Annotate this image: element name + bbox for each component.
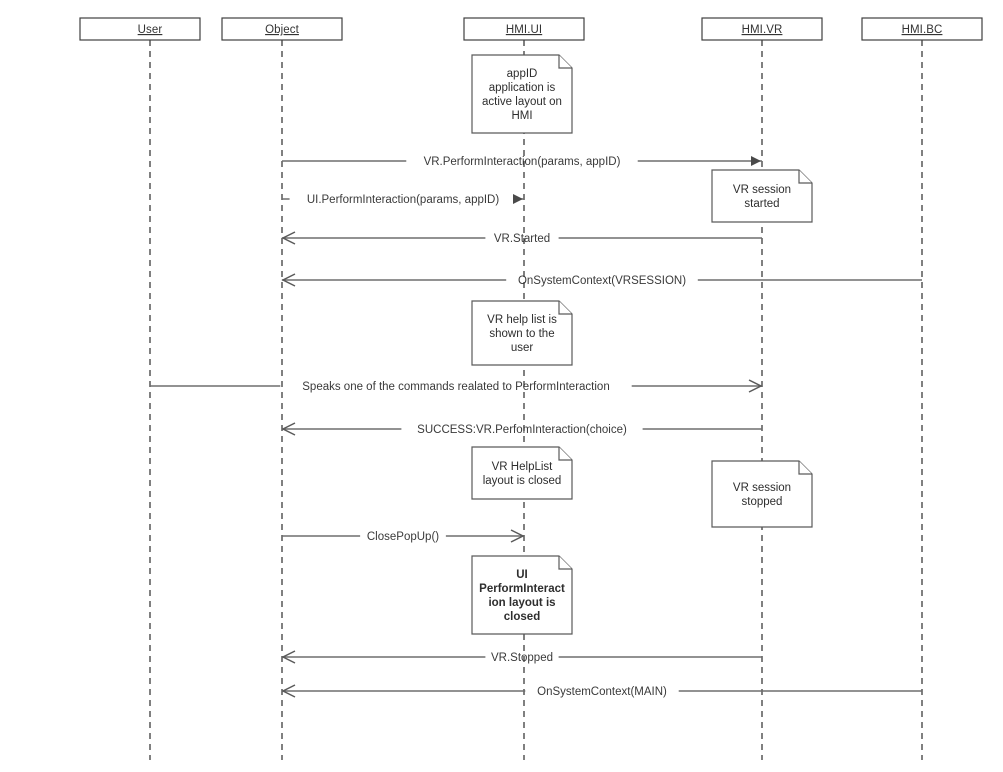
msg-closepopup-label: ClosePopUp() <box>367 531 439 543</box>
note-vr-helplist-closed[interactable]: VR HelpList layout is closed <box>471 446 573 500</box>
msg-onsystemcontext-vrsession-label: OnSystemContext(VRSESSION) <box>518 275 686 287</box>
note-appid-active-layout[interactable]: appID application is active layout on HMI <box>471 54 573 134</box>
msg-speaks-command[interactable]: Speaks one of the commands realated to P… <box>150 379 763 393</box>
msg-onsystemcontext-main-arrowhead <box>281 684 296 698</box>
note-vr-helplist-closed-line: VR HelpList <box>492 461 554 473</box>
lifeline-label-hmibc: HMI.BC <box>902 24 943 36</box>
note-vr-helplist-closed-body <box>471 446 573 500</box>
msg-vr-performinteraction[interactable]: VR.PerformInteraction(params, appID) <box>282 156 762 168</box>
note-vr-session-stopped-line: VR session <box>733 482 791 494</box>
note-ui-performinteraction-closed-body <box>471 555 573 635</box>
lifeline-header-user[interactable] <box>79 17 201 41</box>
note-appid-active-layout-line: active layout on <box>482 96 562 108</box>
note-vr-session-stopped[interactable]: VR session stopped <box>711 460 813 528</box>
lifeline-header-hmivr[interactable] <box>701 17 823 41</box>
note-appid-active-layout-line: appID <box>507 68 538 80</box>
msg-vr-started-arrowhead <box>281 231 296 245</box>
note-appid-active-layout-body <box>471 54 573 134</box>
messages-layer: VR.PerformInteraction(params, appID) UI.P… <box>150 156 922 698</box>
msg-vr-stopped-label: VR.Stopped <box>491 652 553 664</box>
lifeline-label-user: User <box>138 24 163 36</box>
note-vr-helplist-closed-fold-icon <box>558 447 572 461</box>
msg-vr-stopped-arrowhead <box>281 650 296 664</box>
lifeline-user: User <box>79 17 201 760</box>
lifeline-label-object: Object <box>265 24 300 36</box>
msg-success-performinteraction-arrowhead <box>281 422 296 436</box>
msg-ui-performinteraction[interactable]: UI.PerformInteraction(params, appID) <box>282 194 524 206</box>
note-vr-session-started-fold-icon <box>798 170 812 184</box>
note-ui-performinteraction-closed-fold-icon <box>558 556 572 570</box>
note-vr-help-list-shown-line: VR help list is <box>487 314 557 326</box>
msg-onsystemcontext-main-label: OnSystemContext(MAIN) <box>537 686 667 698</box>
note-vr-help-list-shown-body <box>471 300 573 366</box>
msg-vr-performinteraction-label: VR.PerformInteraction(params, appID) <box>424 156 621 168</box>
lifeline-header-hmiui[interactable] <box>463 17 585 41</box>
note-vr-session-stopped-fold-icon <box>798 461 812 475</box>
lifeline-hmiui: HMI.UI <box>463 17 585 760</box>
note-vr-session-started-line: started <box>744 198 779 210</box>
note-ui-performinteraction-closed-line: closed <box>504 611 540 623</box>
msg-vr-started[interactable]: VR.Started <box>281 231 762 245</box>
note-vr-helplist-closed-line: layout is closed <box>483 475 562 487</box>
msg-onsystemcontext-vrsession-arrowhead <box>281 273 296 287</box>
note-vr-session-stopped-body <box>711 460 813 528</box>
notes-layer: appID application is active layout on HMI VR… <box>471 54 813 635</box>
msg-onsystemcontext-main[interactable]: OnSystemContext(MAIN) <box>281 684 922 698</box>
note-appid-active-layout-line: HMI <box>511 110 532 122</box>
note-vr-session-stopped-line: stopped <box>742 496 783 508</box>
msg-vr-stopped[interactable]: VR.Stopped <box>281 650 762 664</box>
lifeline-hmivr: HMI.VR <box>701 17 823 760</box>
msg-onsystemcontext-vrsession[interactable]: OnSystemContext(VRSESSION) <box>281 273 922 287</box>
note-vr-session-started[interactable]: VR session started <box>711 169 813 223</box>
note-vr-help-list-shown-fold-icon <box>558 301 572 315</box>
lifeline-header-hmibc[interactable] <box>861 17 983 41</box>
note-ui-performinteraction-closed-line: ion layout is <box>488 597 555 609</box>
note-ui-performinteraction-closed[interactable]: UI PerformInteract ion layout is closed <box>471 555 573 635</box>
msg-vr-performinteraction-arrowhead <box>751 156 761 166</box>
note-appid-active-layout-line: application is <box>489 82 556 94</box>
lifeline-label-hmivr: HMI.VR <box>742 24 783 36</box>
msg-success-performinteraction-label: SUCCESS:VR.PerfomInteraction(choice) <box>417 424 627 436</box>
msg-closepopup-arrowhead <box>510 529 525 543</box>
msg-ui-performinteraction-label: UI.PerformInteraction(params, appID) <box>307 194 500 206</box>
lifelines-layer: User Object HMI.UI HMI.VR HMI.BC <box>79 17 983 760</box>
msg-speaks-command-label: Speaks one of the commands realated to P… <box>302 381 609 393</box>
lifeline-label-hmiui: HMI.UI <box>506 24 542 36</box>
note-vr-help-list-shown[interactable]: VR help list is shown to the user <box>471 300 573 366</box>
note-vr-session-started-line: VR session <box>733 184 791 196</box>
note-appid-active-layout-fold-icon <box>558 55 572 69</box>
note-vr-help-list-shown-line: user <box>511 342 534 354</box>
note-ui-performinteraction-closed-line: PerformInteract <box>479 583 565 595</box>
msg-closepopup[interactable]: ClosePopUp() <box>282 529 525 543</box>
msg-vr-started-label: VR.Started <box>494 233 550 245</box>
msg-speaks-command-arrowhead <box>748 379 763 393</box>
lifeline-object: Object <box>221 17 343 760</box>
lifeline-hmibc: HMI.BC <box>861 17 983 760</box>
note-ui-performinteraction-closed-line: UI <box>516 569 528 581</box>
note-vr-help-list-shown-line: shown to the <box>489 328 554 340</box>
lifeline-header-object[interactable] <box>221 17 343 41</box>
msg-success-performinteraction[interactable]: SUCCESS:VR.PerfomInteraction(choice) <box>281 422 762 436</box>
note-vr-session-started-body <box>711 169 813 223</box>
msg-ui-performinteraction-arrowhead <box>513 194 523 204</box>
